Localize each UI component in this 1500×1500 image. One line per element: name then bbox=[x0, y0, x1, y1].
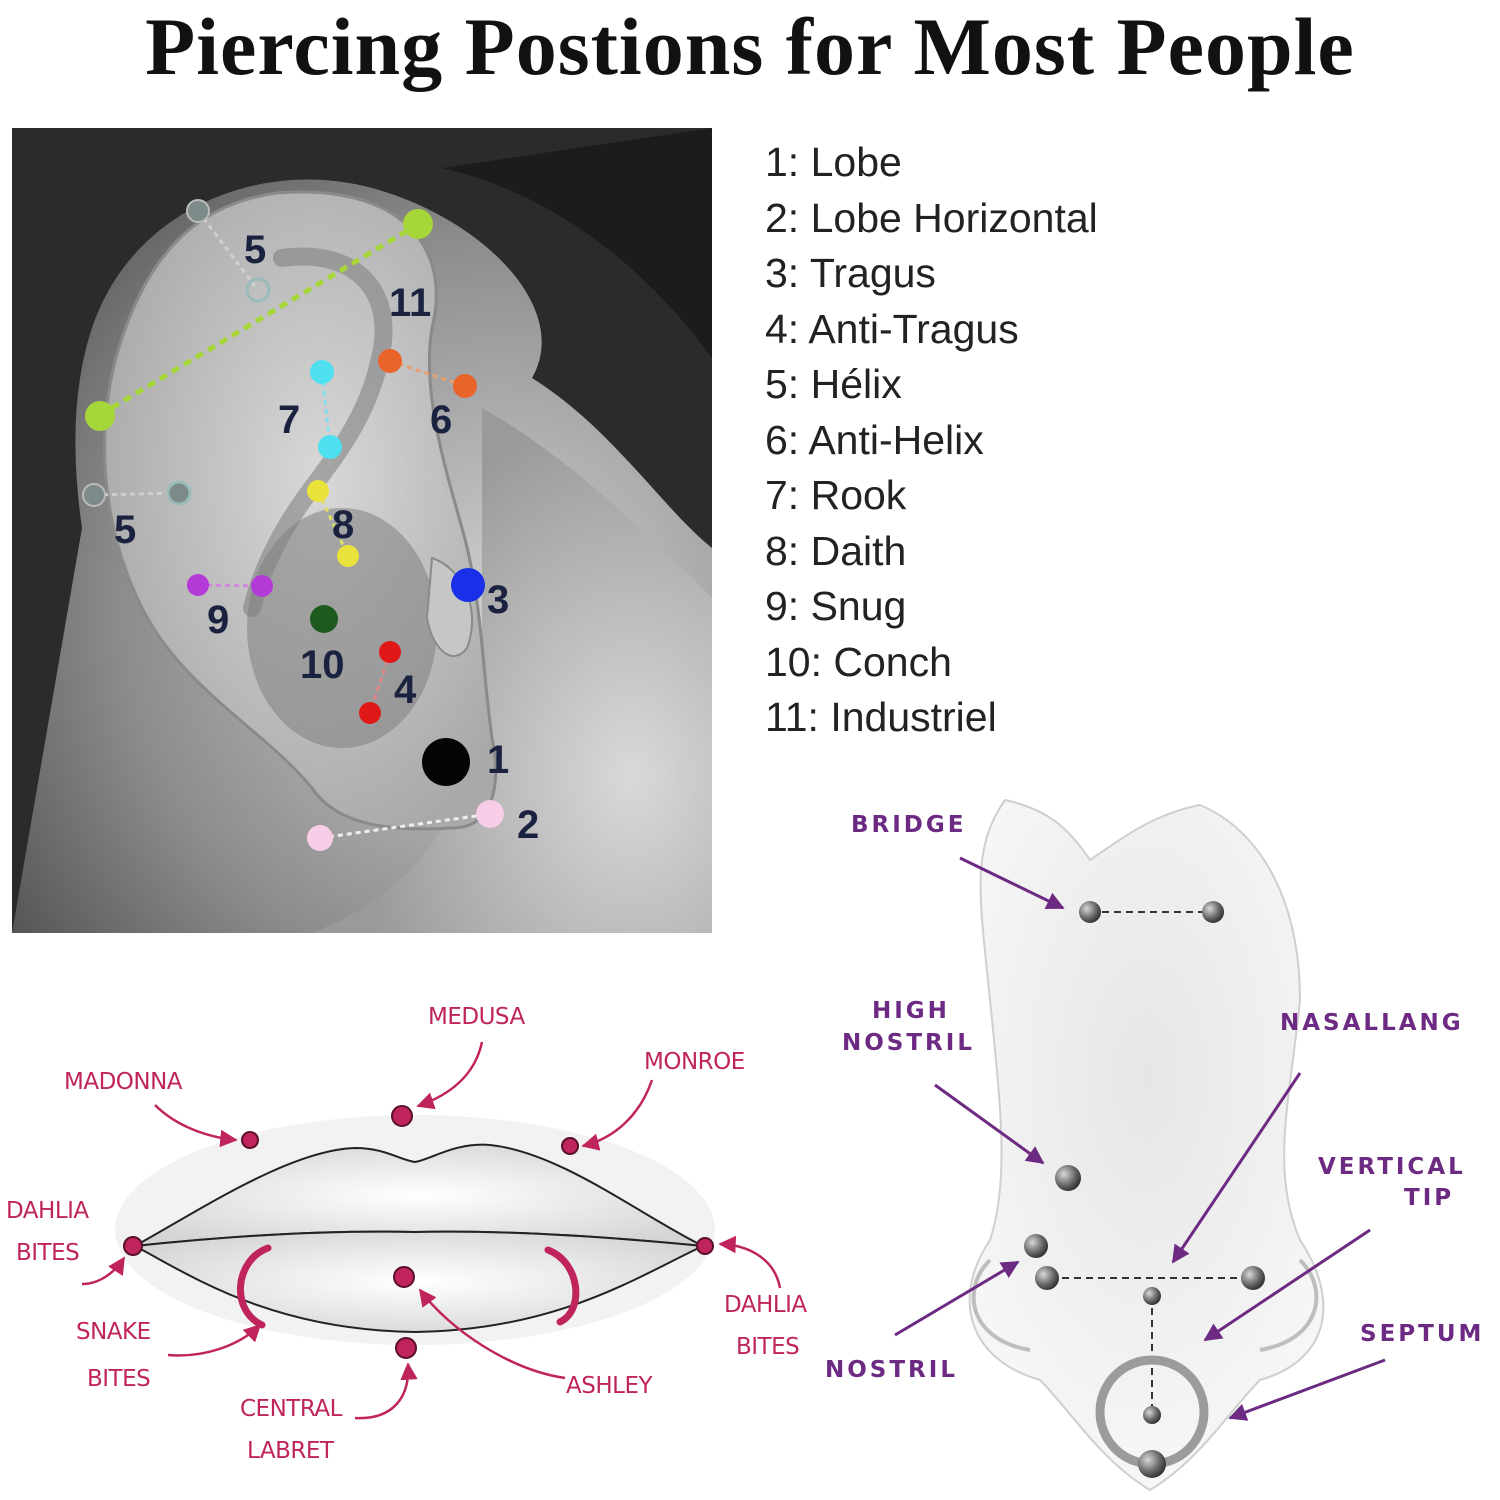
lobe-horizontal-dot-2 bbox=[476, 800, 504, 828]
high-nostril-stud bbox=[1055, 1165, 1081, 1191]
ear-number-10: 10 bbox=[300, 643, 345, 687]
legend-item-anti-helix: 6: Anti-Helix bbox=[765, 416, 984, 463]
nasallang-stud-right bbox=[1241, 1266, 1265, 1290]
label-high-nostril-2: NOSTRIL bbox=[842, 1030, 975, 1056]
legend-item-industriel: 11: Industriel bbox=[765, 694, 997, 740]
snake-bite-ring-left bbox=[236, 1244, 272, 1329]
helix-top-dot-outer bbox=[186, 199, 210, 223]
label-monroe: MONROE bbox=[644, 1049, 745, 1075]
ear-number-7: 7 bbox=[278, 398, 300, 442]
label-high-nostril-1: HIGH bbox=[872, 998, 950, 1024]
antihelix-dot-1 bbox=[378, 349, 402, 373]
snug-dot-1 bbox=[187, 574, 209, 596]
label-central-labret-2: LABRET bbox=[247, 1438, 335, 1464]
ashley-dot bbox=[393, 1266, 415, 1288]
ear-number-1: 1 bbox=[487, 738, 509, 782]
ear-number-5-side: 5 bbox=[114, 508, 136, 552]
nose-sketch bbox=[968, 798, 1325, 1492]
legend-item-helix: 5: Hélix bbox=[765, 361, 902, 407]
legend-item-rook: 7: Rook bbox=[765, 472, 907, 518]
bridge-stud-left bbox=[1079, 901, 1101, 923]
nostril-stud-lower bbox=[1035, 1266, 1059, 1290]
tragus-dot bbox=[451, 568, 485, 602]
label-septum: SEPTUM bbox=[1360, 1321, 1484, 1347]
legend-item-tragus: 3: Tragus bbox=[765, 250, 936, 296]
label-central-labret-1: CENTRAL bbox=[240, 1396, 343, 1422]
daith-dot-2 bbox=[337, 545, 359, 567]
legend-item-lobe: 1: Lobe bbox=[765, 139, 902, 185]
antitragus-dot-2 bbox=[359, 702, 381, 724]
lobe-dot bbox=[422, 738, 470, 786]
central-labret-dot bbox=[395, 1337, 417, 1359]
snake-bite-ring-right bbox=[544, 1246, 580, 1326]
rook-dot-2 bbox=[318, 435, 342, 459]
daith-dot-1 bbox=[307, 480, 329, 502]
ear-number-11: 11 bbox=[389, 281, 431, 325]
ear-number-8: 8 bbox=[332, 503, 354, 547]
septum-stud bbox=[1143, 1406, 1161, 1424]
antihelix-dot-2 bbox=[453, 374, 477, 398]
industrial-dot-upper bbox=[403, 209, 433, 239]
septum-ring-ball bbox=[1138, 1450, 1166, 1478]
label-dahlia-right-2: BITES bbox=[736, 1334, 799, 1360]
legend-item-daith: 8: Daith bbox=[765, 527, 907, 574]
helix-side-dot-outer bbox=[82, 483, 106, 507]
dahlia-dot-right bbox=[696, 1237, 714, 1255]
ear-legend: 1: Lobe 2: Lobe Horizontal 3: Tragus 4: … bbox=[765, 135, 1098, 746]
legend-item-anti-tragus: 4: Anti-Tragus bbox=[765, 305, 1019, 352]
label-dahlia-left-2: BITES bbox=[16, 1240, 79, 1266]
label-snake-bites-1: SNAKE bbox=[76, 1319, 151, 1345]
legend-item-snug: 9: Snug bbox=[765, 583, 907, 629]
label-vertical-tip-1: VERTICAL bbox=[1318, 1154, 1466, 1180]
label-nostril: NOSTRIL bbox=[825, 1357, 958, 1383]
lips-diagram: MEDUSA MADONNA MONROE DAHLIA BITES DAHLI… bbox=[6, 1004, 808, 1464]
vertical-tip-stud bbox=[1143, 1287, 1161, 1305]
dahlia-dot-left bbox=[123, 1236, 143, 1256]
helix-side-dot-inner bbox=[166, 480, 192, 506]
antitragus-dot-1 bbox=[379, 641, 401, 663]
medusa-dot bbox=[391, 1105, 413, 1127]
industrial-dot-lower bbox=[85, 401, 115, 431]
legend-item-conch: 10: Conch bbox=[765, 638, 952, 685]
snug-dot-2 bbox=[251, 575, 273, 597]
ear-number-6: 6 bbox=[430, 398, 452, 442]
ear-diagram: 1 2 3 4 5 5 6 7 8 9 10 11 bbox=[12, 128, 712, 933]
nose-diagram: BRIDGE HIGH NOSTRIL NASALLANG VERTICAL T… bbox=[825, 798, 1484, 1492]
label-vertical-tip-2: TIP bbox=[1404, 1185, 1454, 1211]
conch-dot bbox=[310, 605, 338, 633]
ear-number-5-top: 5 bbox=[244, 228, 266, 272]
label-medusa: MEDUSA bbox=[428, 1004, 525, 1030]
ear-number-2: 2 bbox=[517, 803, 539, 847]
helix-top-dot-inner bbox=[245, 277, 271, 303]
lobe-horizontal-dot-1 bbox=[307, 825, 333, 851]
monroe-dot bbox=[561, 1137, 579, 1155]
label-bridge: BRIDGE bbox=[851, 812, 966, 838]
page-title: Piercing Postions for Most People bbox=[145, 1, 1355, 92]
madonna-dot bbox=[241, 1131, 259, 1149]
nostril-stud-upper bbox=[1024, 1234, 1048, 1258]
legend-item-lobe-horizontal: 2: Lobe Horizontal bbox=[765, 194, 1098, 241]
bridge-stud-right bbox=[1202, 901, 1224, 923]
rook-dot-1 bbox=[310, 360, 334, 384]
label-nasallang: NASALLANG bbox=[1280, 1010, 1464, 1036]
label-madonna: MADONNA bbox=[64, 1069, 183, 1095]
label-snake-bites-2: BITES bbox=[87, 1366, 150, 1392]
ear-photo: 1 2 3 4 5 5 6 7 8 9 10 11 bbox=[12, 128, 712, 933]
ear-number-3: 3 bbox=[487, 578, 509, 622]
ear-number-4: 4 bbox=[394, 668, 417, 712]
label-ashley: ASHLEY bbox=[566, 1373, 653, 1399]
label-dahlia-right-1: DAHLIA bbox=[724, 1292, 807, 1318]
label-dahlia-left-1: DAHLIA bbox=[6, 1198, 89, 1224]
ear-number-9: 9 bbox=[207, 598, 229, 642]
